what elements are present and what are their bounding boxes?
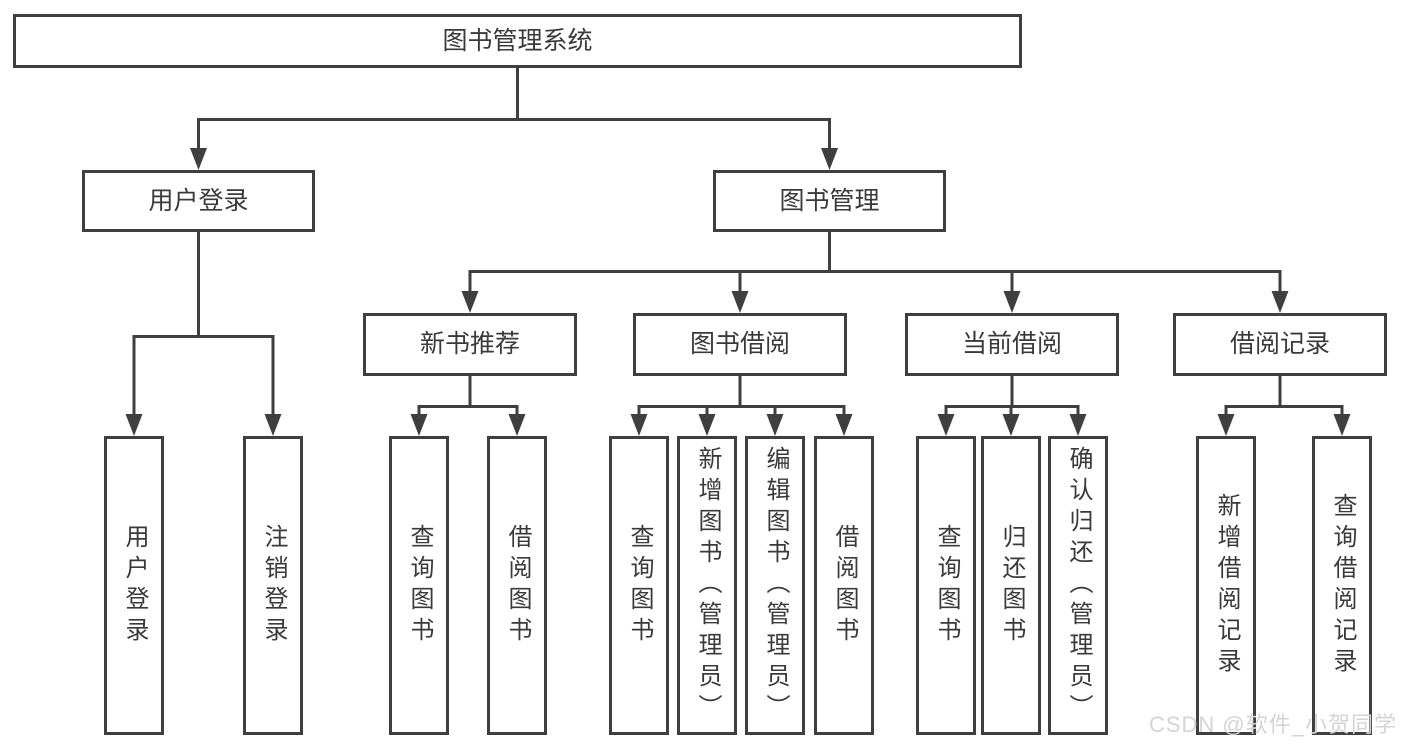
node-nb-borrow-books: 借阅图书 bbox=[487, 436, 547, 735]
node-cb-query-books: 查询图书 bbox=[916, 436, 976, 735]
arrowhead-icon bbox=[1003, 291, 1021, 313]
node-new-books: 新书推荐 bbox=[363, 313, 577, 376]
node-br-add-record-label: 新增借阅记录 bbox=[1213, 492, 1240, 679]
node-cb-query-books-label: 查询图书 bbox=[933, 523, 960, 648]
node-br-query-record-label: 查询借阅记录 bbox=[1329, 492, 1356, 679]
arrowhead-icon bbox=[937, 414, 955, 436]
node-user-login: 用户登录 bbox=[82, 170, 315, 232]
node-current-borrow: 当前借阅 bbox=[905, 313, 1119, 376]
arrowhead-icon bbox=[190, 148, 207, 170]
arrowhead-icon bbox=[125, 414, 143, 436]
node-cb-confirm-return: 确认归还（管理员） bbox=[1048, 436, 1108, 735]
node-leaf-logout: 注销登录 bbox=[243, 436, 303, 735]
node-bb-add-books-label: 新增图书（管理员） bbox=[694, 446, 721, 725]
arrowhead-icon bbox=[630, 414, 648, 436]
arrowhead-icon bbox=[835, 414, 853, 436]
node-borrow-records-label: 借阅记录 bbox=[1229, 330, 1330, 358]
node-book-borrow-label: 图书借阅 bbox=[689, 330, 790, 358]
arrowhead-icon bbox=[821, 148, 838, 170]
node-book-mgmt: 图书管理 bbox=[713, 170, 946, 232]
node-root: 图书管理系统 bbox=[13, 14, 1022, 68]
node-cb-return-books: 归还图书 bbox=[981, 436, 1041, 735]
node-br-add-record: 新增借阅记录 bbox=[1196, 436, 1256, 735]
arrowhead-icon bbox=[698, 414, 716, 436]
arrowhead-icon bbox=[264, 414, 282, 436]
node-bb-add-books: 新增图书（管理员） bbox=[677, 436, 737, 735]
node-bb-query-books: 查询图书 bbox=[609, 436, 669, 735]
arrowhead-icon bbox=[1217, 414, 1235, 436]
node-leaf-user-login: 用户登录 bbox=[104, 436, 164, 735]
node-leaf-logout-label: 注销登录 bbox=[260, 523, 287, 648]
csdn-watermark: CSDN @软件_小贺同学 bbox=[1148, 712, 1397, 737]
arrowhead-icon bbox=[461, 291, 479, 313]
arrowhead-icon bbox=[1069, 414, 1087, 436]
node-bb-query-books-label: 查询图书 bbox=[626, 523, 653, 648]
node-borrow-records: 借阅记录 bbox=[1173, 313, 1387, 376]
arrowhead-icon bbox=[1002, 414, 1020, 436]
arrowhead-icon bbox=[731, 291, 749, 313]
node-cb-confirm-return-label: 确认归还（管理员） bbox=[1065, 446, 1092, 725]
node-nb-borrow-books-label: 借阅图书 bbox=[504, 523, 531, 648]
node-new-books-label: 新书推荐 bbox=[419, 330, 520, 358]
node-bb-edit-books: 编辑图书（管理员） bbox=[745, 436, 805, 735]
node-user-login-label: 用户登录 bbox=[148, 186, 249, 215]
node-leaf-user-login-label: 用户登录 bbox=[121, 523, 148, 648]
node-bb-borrow-books: 借阅图书 bbox=[814, 436, 874, 735]
arrowhead-icon bbox=[1271, 291, 1289, 313]
node-book-mgmt-label: 图书管理 bbox=[779, 186, 880, 215]
node-book-borrow: 图书借阅 bbox=[633, 313, 847, 376]
node-br-query-record: 查询借阅记录 bbox=[1312, 436, 1372, 735]
node-root-label: 图书管理系统 bbox=[442, 26, 593, 55]
arrowhead-icon bbox=[410, 414, 428, 436]
node-nb-query-books: 查询图书 bbox=[389, 436, 449, 735]
arrowhead-icon bbox=[1333, 414, 1351, 436]
node-bb-edit-books-label: 编辑图书（管理员） bbox=[762, 446, 789, 725]
node-bb-borrow-books-label: 借阅图书 bbox=[831, 523, 858, 648]
node-current-borrow-label: 当前借阅 bbox=[961, 330, 1062, 358]
node-cb-return-books-label: 归还图书 bbox=[998, 523, 1025, 648]
arrowhead-icon bbox=[766, 414, 784, 436]
arrowhead-icon bbox=[508, 414, 526, 436]
node-nb-query-books-label: 查询图书 bbox=[406, 523, 433, 648]
